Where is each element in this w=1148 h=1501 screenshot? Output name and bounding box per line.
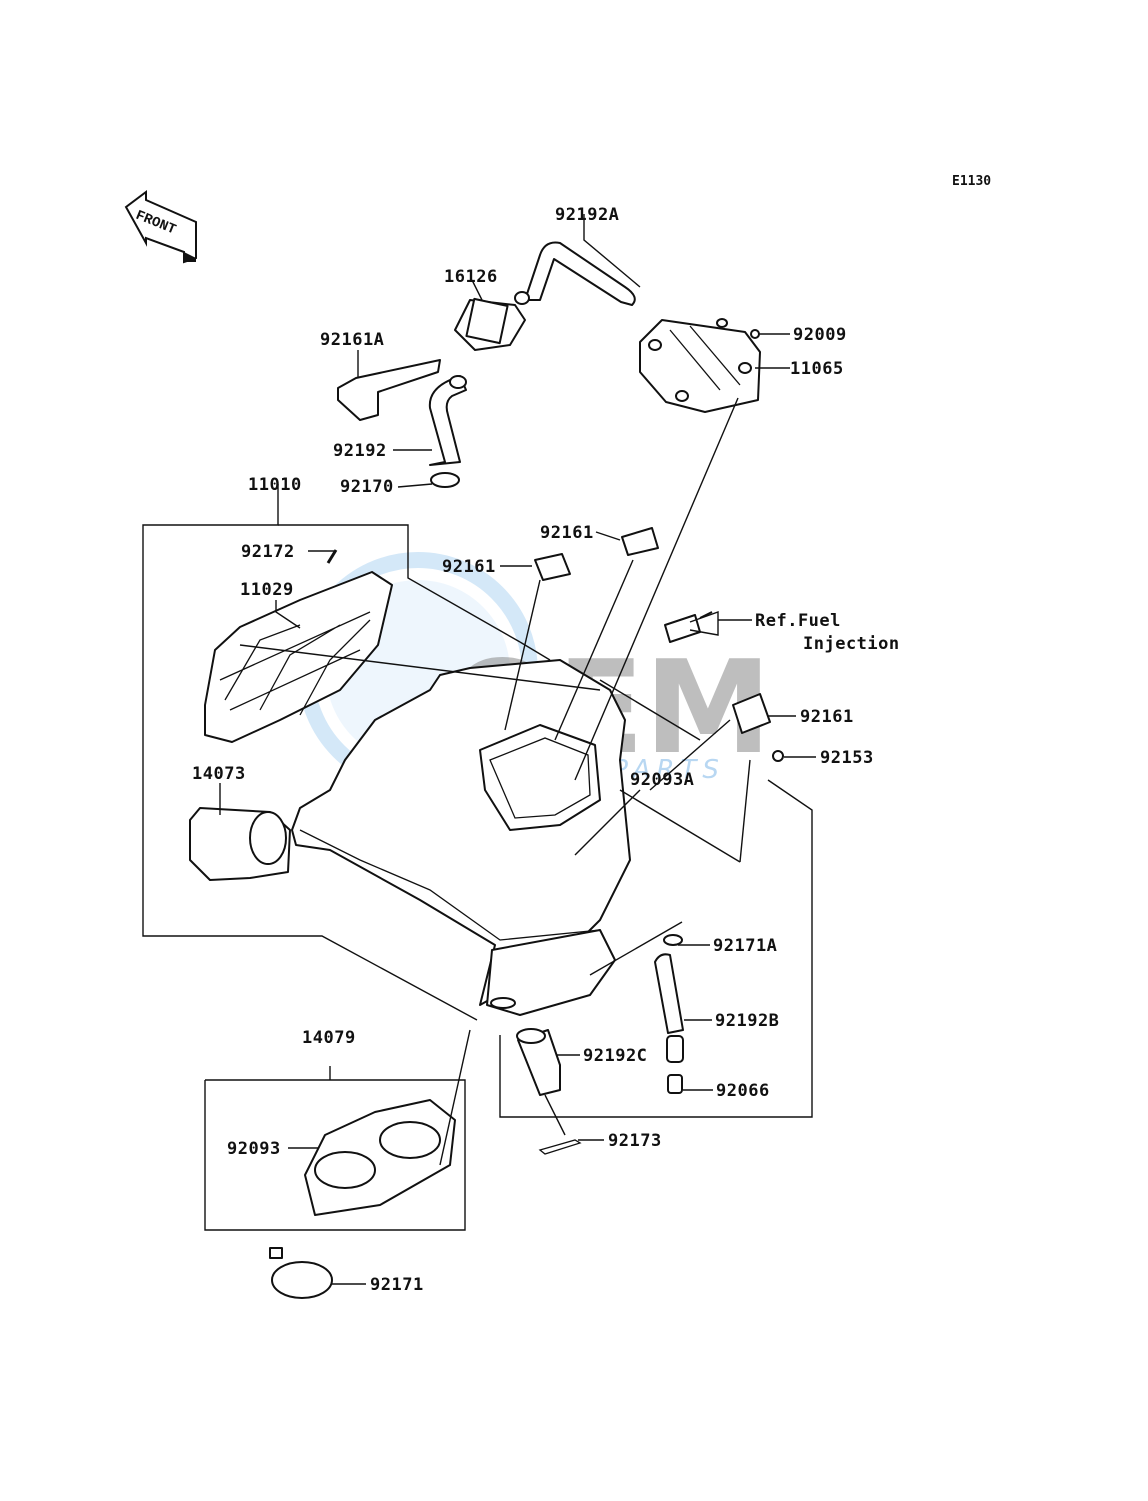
label-92009[interactable]: 92009 <box>793 325 847 345</box>
label-11065[interactable]: 11065 <box>790 359 844 379</box>
label-92170[interactable]: 92170 <box>340 477 394 497</box>
label-92171A[interactable]: 92171A <box>713 936 777 956</box>
label-92192C[interactable]: 92192C <box>583 1046 647 1066</box>
part-labels: 92192A 16126 92009 92161A 11065 92192 92… <box>192 205 900 1295</box>
label-92161A[interactable]: 92161A <box>320 330 384 350</box>
label-92153[interactable]: 92153 <box>820 748 874 768</box>
label-92192A[interactable]: 92192A <box>555 205 619 225</box>
leader-lines <box>219 214 816 1285</box>
diagram-code: E1130 <box>952 174 991 189</box>
label-92192[interactable]: 92192 <box>333 441 387 461</box>
ref-fuel-line2[interactable]: Injection <box>803 634 900 654</box>
label-92161-top[interactable]: 92161 <box>540 523 594 543</box>
ref-fuel-line1[interactable]: Ref.Fuel <box>755 611 841 631</box>
label-92171[interactable]: 92171 <box>370 1275 424 1295</box>
label-14073[interactable]: 14073 <box>192 764 246 784</box>
label-14079[interactable]: 14079 <box>302 1028 356 1048</box>
label-92161-right[interactable]: 92161 <box>800 707 854 727</box>
label-92192B[interactable]: 92192B <box>715 1011 779 1031</box>
part-drawings <box>189 241 784 1299</box>
label-92172[interactable]: 92172 <box>241 542 295 562</box>
label-92093A[interactable]: 92093A <box>630 770 694 790</box>
label-92173[interactable]: 92173 <box>608 1131 662 1151</box>
label-11010[interactable]: 11010 <box>248 475 302 495</box>
label-11029[interactable]: 11029 <box>240 580 294 600</box>
front-arrow-icon: FRONT <box>124 190 197 264</box>
assembly-frames <box>142 484 813 1231</box>
label-92066[interactable]: 92066 <box>716 1081 770 1101</box>
label-92093[interactable]: 92093 <box>227 1139 281 1159</box>
label-16126[interactable]: 16126 <box>444 267 498 287</box>
label-92161-mid[interactable]: 92161 <box>442 557 496 577</box>
